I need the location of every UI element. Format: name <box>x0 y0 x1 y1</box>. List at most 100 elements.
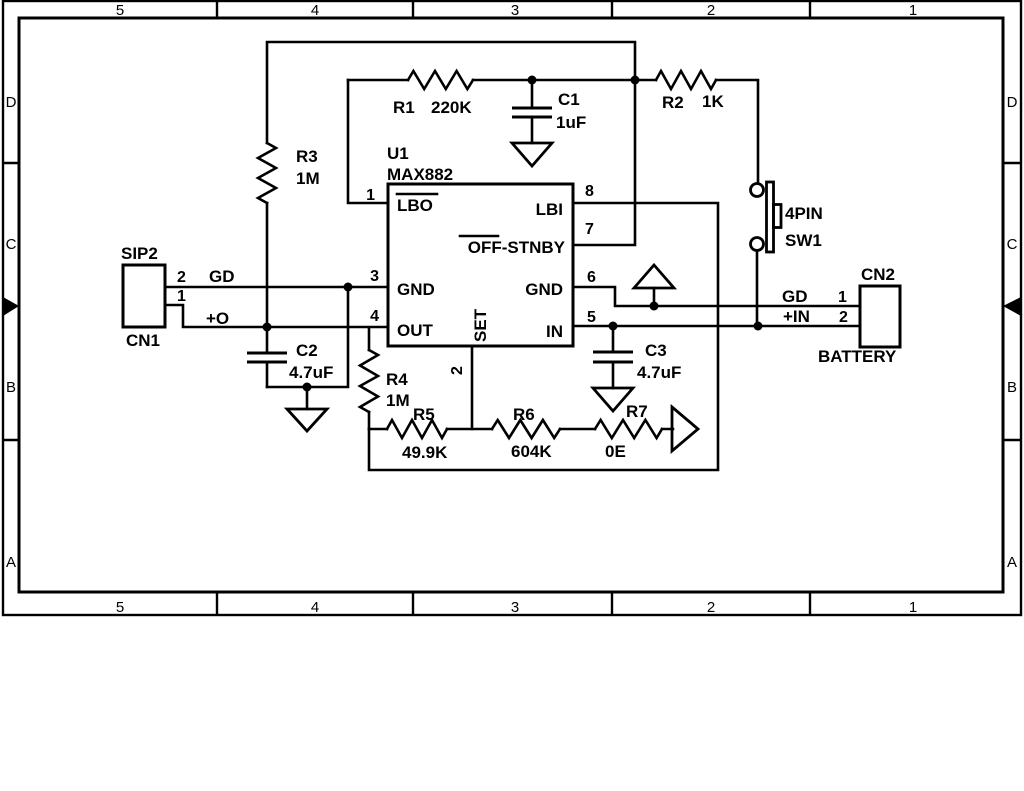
connector-pin-num-1: 1 <box>838 289 847 306</box>
net-label-gd: GD <box>782 287 808 306</box>
ground-symbol-icon <box>589 386 637 414</box>
ground-symbol-icon <box>508 141 556 169</box>
resistor-value: 49.9K <box>402 443 448 462</box>
center-mark-arrow-right-icon <box>1003 297 1021 316</box>
wire-in-net <box>571 249 862 328</box>
inner-border <box>17 16 1005 594</box>
wire-gnd-left <box>163 285 390 411</box>
zone-col-top-1: 1 <box>909 2 917 19</box>
resistor-zigzag <box>357 348 381 414</box>
ic-pin-num-6: 6 <box>587 269 596 286</box>
ic-pin-num-2: 2 <box>449 366 466 375</box>
capacitor-ref: C1 <box>558 90 580 109</box>
offpage-arrow-icon <box>670 403 701 455</box>
drawing-frame: 5 4 3 2 1 5 4 3 2 1 D C B A D C B A <box>1 0 1023 617</box>
zone-row-left-b: B <box>6 379 16 396</box>
ic-pin-num-3: 3 <box>370 268 379 285</box>
resistor-value: 1K <box>702 92 724 111</box>
capacitor-value: 1uF <box>556 113 586 132</box>
net-label-plus-o: +O <box>206 309 229 328</box>
zone-row-left-d: D <box>6 94 17 111</box>
center-mark-arrow-left-icon <box>3 297 19 316</box>
switch-sw1: 4PIN SW1 <box>749 180 823 254</box>
resistor-zigzag <box>385 417 449 441</box>
zone-dividers-left <box>3 161 19 442</box>
resistor-ref: R1 <box>393 98 415 117</box>
zone-col-top-5: 5 <box>116 2 124 19</box>
wire-out-net <box>163 303 390 431</box>
zone-dividers-bottom <box>215 592 812 615</box>
resistor-ref: R7 <box>626 402 648 421</box>
capacitor-plates <box>593 350 633 364</box>
zone-row-right-b: B <box>1007 379 1017 396</box>
power-arrow-up-icon <box>630 262 678 290</box>
ic-pin-name-set: SET <box>471 308 490 342</box>
resistor-r2: R2 1K <box>654 68 724 112</box>
zone-row-left-a: A <box>6 554 16 571</box>
resistor-value: 0E <box>605 442 626 461</box>
zone-dividers-right <box>1003 161 1021 442</box>
wire-lbi-feedback <box>367 201 720 472</box>
junction-dot <box>608 321 618 331</box>
ic-pin-name-off-stnby: OFF-STNBY <box>468 238 566 257</box>
wire-r1-row <box>346 78 760 185</box>
wire-lbo <box>346 78 390 205</box>
junction-dots <box>262 75 763 392</box>
junction-dot <box>753 321 763 331</box>
connector-pin-num-1: 1 <box>177 288 186 305</box>
ic-pin-name-out: OUT <box>397 321 434 340</box>
wire-gnd-right <box>571 285 862 308</box>
ic-u1: U1 MAX882 LBO LBI OFF-STNBY GND GND OUT … <box>366 144 596 375</box>
ic-pin-num-1: 1 <box>366 187 375 204</box>
connector-body <box>121 263 167 329</box>
zone-col-top-3: 3 <box>511 2 519 19</box>
junction-dot <box>262 322 272 332</box>
resistor-r1: R1 220K <box>393 68 475 117</box>
ic-part: MAX882 <box>387 165 453 184</box>
zone-row-left-c: C <box>6 236 17 253</box>
ic-pin-name-lbi: LBI <box>536 200 563 219</box>
resistor-value: 220K <box>431 98 472 117</box>
ic-ref: U1 <box>387 144 409 163</box>
zone-col-bottom-1: 1 <box>909 599 917 616</box>
connector-body <box>858 284 902 349</box>
zone-col-bottom-3: 3 <box>511 599 519 616</box>
connector-type: SIP2 <box>121 244 158 263</box>
ic-body <box>386 182 575 348</box>
resistor-zigzag <box>490 417 562 441</box>
ic-pin-name-in: IN <box>546 322 563 341</box>
switch-actuator <box>772 203 783 229</box>
zone-dividers-top <box>215 1 812 18</box>
capacitor-value: 4.7uF <box>637 363 681 382</box>
capacitor-ref: C2 <box>296 341 318 360</box>
capacitor-plates <box>512 106 552 119</box>
switch-terminal-bottom <box>749 236 765 252</box>
ic-pin-name-gnd-left: GND <box>397 280 435 299</box>
connector-cn2: CN2 BATTERY GD 1 +IN 2 <box>782 265 902 366</box>
resistor-r5: R5 49.9K <box>385 405 449 462</box>
zone-col-bottom-2: 2 <box>707 599 715 616</box>
resistor-value: 1M <box>296 169 320 188</box>
zone-row-right-c: C <box>1007 236 1018 253</box>
connector-pin-num-2: 2 <box>177 269 186 286</box>
switch-type: 4PIN <box>785 204 823 223</box>
resistor-ref: R6 <box>513 405 535 424</box>
wire-offstnby-net <box>265 40 637 329</box>
resistor-value: 1M <box>386 391 410 410</box>
zone-col-bottom-4: 4 <box>311 599 319 616</box>
ic-pin-name-lbo: LBO <box>397 196 433 215</box>
capacitor-c3: C3 4.7uF <box>589 324 681 414</box>
resistor-zigzag <box>593 417 664 441</box>
capacitor-c2: C2 4.7uF <box>247 325 333 434</box>
net-label-gd: GD <box>209 267 235 286</box>
resistor-zigzag <box>654 68 718 92</box>
resistor-ref: R3 <box>296 147 318 166</box>
resistor-r4: R4 1M <box>357 348 410 414</box>
zone-col-top-2: 2 <box>707 2 715 19</box>
junction-dot <box>649 301 659 311</box>
ic-pin-num-5: 5 <box>587 309 596 326</box>
resistor-r6: R6 604K <box>490 405 562 461</box>
junction-dot <box>302 382 312 392</box>
